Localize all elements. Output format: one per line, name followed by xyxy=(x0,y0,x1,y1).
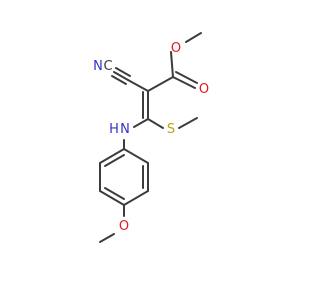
ring-bond-4 xyxy=(99,190,125,206)
bond-o-methyl xyxy=(99,233,115,243)
atom-o-ester: O xyxy=(171,41,181,56)
bonds xyxy=(99,32,202,243)
atom-h-amine: H xyxy=(109,122,119,137)
bond-nitrile-triple-a xyxy=(113,71,129,81)
ring-bond-6 xyxy=(99,148,125,164)
atom-n-amine: N xyxy=(120,122,130,137)
atom-o-methoxy: O xyxy=(119,219,129,234)
bond-nitrile-triple-c xyxy=(111,75,127,85)
bond-carbonyl-alpha xyxy=(147,76,174,92)
atom-labels: O O N C S H N O xyxy=(93,41,209,234)
ring-bond-3 xyxy=(123,190,149,206)
ring-inner-2 xyxy=(104,187,125,200)
molecule-drawing: O O N C S H N O xyxy=(93,32,209,243)
atom-c-nitrile: C xyxy=(103,59,112,74)
bond-beta-s xyxy=(147,118,164,129)
atom-o-carbonyl: O xyxy=(199,82,209,97)
atom-s-thioether: S xyxy=(167,122,175,137)
bond-nitrile-triple-b xyxy=(115,67,131,77)
atom-n-nitrile: N xyxy=(93,59,103,74)
bond-beta-n xyxy=(133,118,149,128)
bond-carbonyl-double-b xyxy=(175,71,198,84)
bond-alpha-nitrile-c xyxy=(127,79,149,92)
structure-svg: O O N C S H N O xyxy=(93,32,209,243)
bond-o-carbonyl-c xyxy=(170,51,174,78)
ring-inner-3 xyxy=(104,154,125,167)
bond-ester-methyl-o xyxy=(185,32,202,43)
bond-s-methyl xyxy=(178,117,198,129)
bond-carbonyl-double-a xyxy=(172,76,196,89)
ring-bond-1 xyxy=(123,148,149,164)
